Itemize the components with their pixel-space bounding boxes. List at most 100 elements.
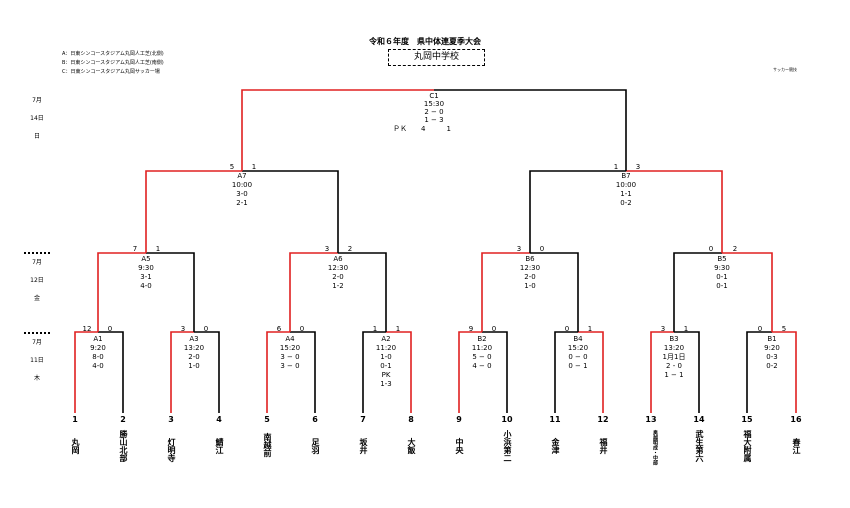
- team-name-ohi: 大飯: [407, 438, 416, 454]
- venue-note-a: A：日東シンコースタジアム丸岡人工芝(北側): [62, 51, 164, 57]
- score-a5-left: 7: [132, 245, 138, 253]
- tournament-title: 令和６年度 県中体連夏季大会: [369, 37, 481, 46]
- score-b3-left: 3: [660, 325, 666, 333]
- match-a7-time: 10:00: [231, 181, 253, 189]
- match-b7-half1: 1-1: [620, 190, 632, 198]
- match-a2-time: 11:20: [375, 344, 397, 352]
- score-b6-right: 0: [539, 245, 545, 253]
- match-b5-half1: 0-1: [716, 273, 728, 281]
- match-a6-half1: 2-0: [332, 273, 344, 281]
- match-b3-half1: 2 - 0: [666, 362, 682, 370]
- score-a5-right: 1: [155, 245, 161, 253]
- score-a7-left: 5: [229, 163, 235, 171]
- team-number: 6: [312, 415, 318, 424]
- match-a5-half1: 3-1: [140, 273, 152, 281]
- score-b5-left: 0: [708, 245, 714, 253]
- match-b1-half1: 0-3: [766, 353, 778, 361]
- match-b3-half2: 1 − 1: [664, 371, 684, 379]
- match-a5-time: 9:30: [138, 264, 154, 272]
- match-a2-half1: 1-0: [380, 353, 392, 361]
- team-name-minamiechizen: 南越前: [263, 433, 272, 457]
- team-number: 11: [549, 415, 561, 424]
- match-c1-pk: ＰＫ 4 1: [393, 125, 451, 133]
- team-number: 4: [216, 415, 222, 424]
- team-number: 10: [501, 415, 513, 424]
- match-c1-code: C1: [429, 92, 439, 100]
- score-a6-left: 3: [324, 245, 330, 253]
- match-a7-code: A7: [237, 172, 247, 180]
- match-b7-time: 10:00: [615, 181, 637, 189]
- match-a6-half2: 1-2: [332, 282, 344, 290]
- score-b5-right: 2: [732, 245, 738, 253]
- team-number: 13: [645, 415, 657, 424]
- match-a2-half2: 0-1: [380, 362, 392, 370]
- match-a7-half2: 2-1: [236, 199, 248, 207]
- venue-note-c: C：日東シンコースタジアム丸岡サッカー場: [62, 69, 160, 75]
- score-a3-right: 0: [203, 325, 209, 333]
- team-number: 12: [597, 415, 609, 424]
- date-14-month: 7月: [32, 97, 42, 104]
- team-name-obama-daini: 小浜第二: [503, 430, 512, 462]
- team-name-sabae: 鯖江: [215, 438, 224, 454]
- team-number: 2: [120, 415, 126, 424]
- match-a4-half2: 3 − 0: [280, 362, 300, 370]
- match-a3-half2: 1-0: [188, 362, 200, 370]
- score-b4-left: 0: [564, 325, 570, 333]
- match-a3-half1: 2-0: [188, 353, 200, 361]
- score-a1-right: 0: [107, 325, 113, 333]
- match-a6-code: A6: [333, 255, 343, 263]
- venue-note-b: B：日東シンコースタジアム丸岡人工芝(南側): [62, 60, 164, 66]
- match-b5-time: 9:30: [714, 264, 730, 272]
- match-c1-time: 15:30: [423, 100, 445, 108]
- team-name-okuetsu-meisei-chubu: 奥越明成・中部: [652, 430, 658, 465]
- match-a2-pk-label: PK: [381, 371, 391, 379]
- team-number: 3: [168, 415, 174, 424]
- corner-note: サッカー競技: [773, 67, 797, 72]
- score-b2-right: 0: [491, 325, 497, 333]
- match-a3-time: 13:20: [183, 344, 205, 352]
- match-a1-time: 9:20: [90, 344, 106, 352]
- match-b1-time: 9:20: [764, 344, 780, 352]
- team-name-fukui: 福井: [599, 438, 608, 454]
- match-a4-half1: 3 − 0: [280, 353, 300, 361]
- team-name-harue: 春江: [792, 438, 801, 454]
- team-name-maruoka: 丸岡: [71, 438, 80, 454]
- score-b7-right: 3: [635, 163, 641, 171]
- team-name-kanazu: 金津: [551, 438, 560, 454]
- score-a6-right: 2: [347, 245, 353, 253]
- team-name-chuo: 中央: [455, 438, 464, 454]
- match-a4-code: A4: [285, 335, 295, 343]
- date-divider: [24, 252, 50, 254]
- score-b6-left: 3: [516, 245, 522, 253]
- score-b7-left: 1: [613, 163, 619, 171]
- match-c1-half1: 2 − 0: [424, 108, 444, 116]
- match-c1-half2: 1 − 3: [424, 116, 444, 124]
- score-a7-right: 1: [251, 163, 257, 171]
- date-14-day: 14日: [30, 115, 44, 122]
- score-a4-right: 0: [299, 325, 305, 333]
- team-number: 14: [693, 415, 705, 424]
- team-name-sakai: 坂井: [359, 438, 368, 454]
- match-b2-half2: 4 − 0: [472, 362, 492, 370]
- match-a4-time: 15:20: [279, 344, 301, 352]
- date-divider: [24, 332, 50, 334]
- date-11-month: 7月: [32, 339, 42, 346]
- match-a1-code: A1: [93, 335, 103, 343]
- match-a3-code: A3: [189, 335, 199, 343]
- match-b4-half1: 0 − 0: [568, 353, 588, 361]
- match-b6-half1: 2-0: [524, 273, 536, 281]
- match-b6-code: B6: [525, 255, 535, 263]
- team-name-tomyoji: 灯明寺: [167, 438, 176, 462]
- team-name-asuwa: 足羽: [311, 438, 320, 454]
- score-b1-right: 5: [781, 325, 787, 333]
- match-a1-half2: 4-0: [92, 362, 104, 370]
- score-b1-left: 0: [757, 325, 763, 333]
- match-a2-code: A2: [381, 335, 391, 343]
- match-b3-code: B3: [669, 335, 679, 343]
- match-b4-time: 15:20: [567, 344, 589, 352]
- match-b6-time: 12:30: [519, 264, 541, 272]
- match-a5-half2: 4-0: [140, 282, 152, 290]
- team-number: 1: [72, 415, 78, 424]
- team-number: 5: [264, 415, 270, 424]
